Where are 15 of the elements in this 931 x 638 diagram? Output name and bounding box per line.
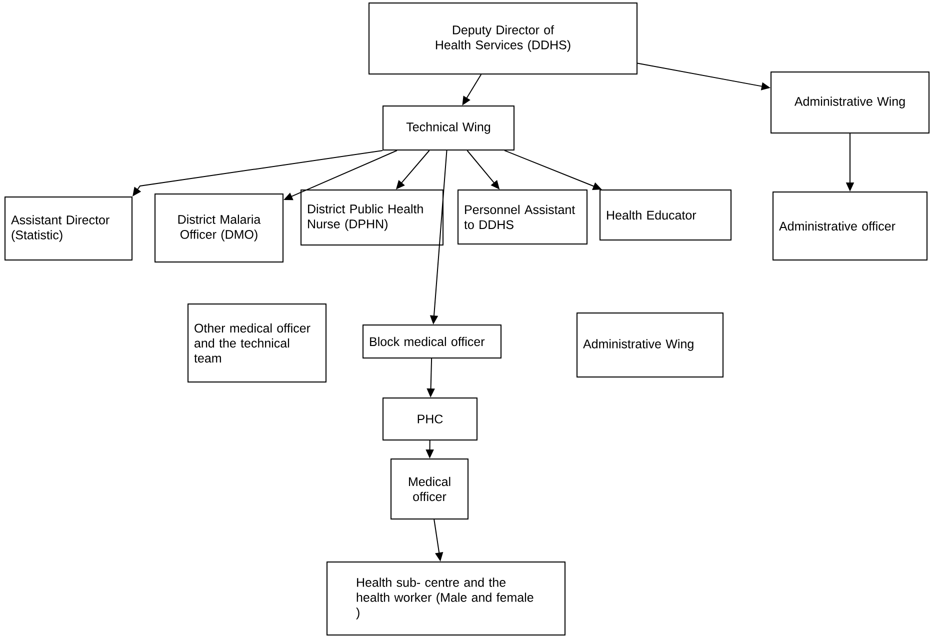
org-box: District Malaria Officer (DMO) xyxy=(154,194,284,262)
org-box: District Public Health Nurse (DPHN) xyxy=(300,190,444,246)
org-box: PHC xyxy=(382,398,478,440)
org-box: Administrative Wing xyxy=(576,312,724,378)
org-box: Personnel Assistant to DDHS xyxy=(458,190,588,244)
org-box: Block medical officer xyxy=(362,324,502,358)
org-box: Administrative Wing xyxy=(770,72,930,134)
org-box: Other medical officer and the technical team xyxy=(188,304,326,382)
org-box: Assistant Director (Statistic) xyxy=(4,196,132,260)
org-box: Health Educator xyxy=(600,190,732,240)
org-box: Medical officer xyxy=(390,458,468,520)
org-box: Administrative officer xyxy=(772,192,928,260)
org-box: Health sub- centre and the health worker (Male and female ) xyxy=(326,562,566,636)
org-box: Deputy Director of Health Services (DDHS) xyxy=(368,2,638,74)
org-box: Technical Wing xyxy=(382,106,514,150)
